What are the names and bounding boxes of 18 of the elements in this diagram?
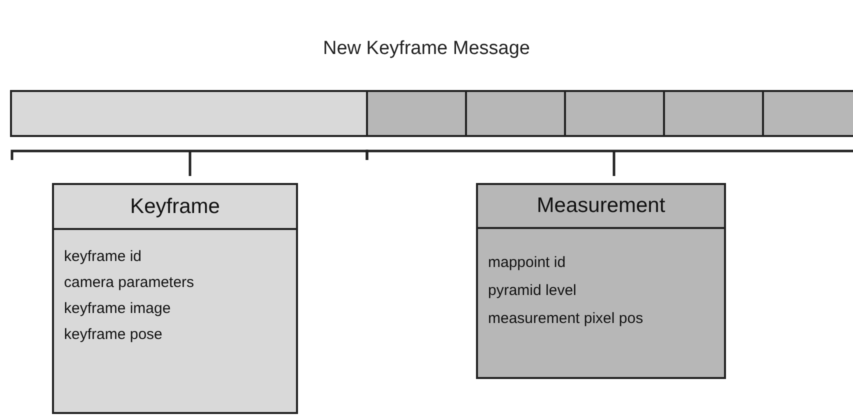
field-label: mappoint id <box>487 253 567 273</box>
record-box <box>476 183 726 379</box>
message-segment <box>663 90 764 137</box>
message-segment <box>564 90 665 137</box>
record-box <box>52 183 298 414</box>
message-segment <box>10 90 368 137</box>
field-label: keyframe id <box>63 247 143 267</box>
field-label: camera parameters <box>63 273 196 293</box>
record-heading: Measurement <box>478 185 724 229</box>
diagram-title: New Keyframe Message <box>322 38 531 60</box>
field-label: measurement pixel pos <box>487 309 644 329</box>
record-heading: Keyframe <box>54 185 296 230</box>
message-segment <box>465 90 566 137</box>
field-label: keyframe image <box>63 299 172 319</box>
message-segment <box>366 90 467 137</box>
message-segment <box>762 90 853 137</box>
field-label: keyframe pose <box>63 325 164 345</box>
field-label: pyramid level <box>487 281 578 301</box>
